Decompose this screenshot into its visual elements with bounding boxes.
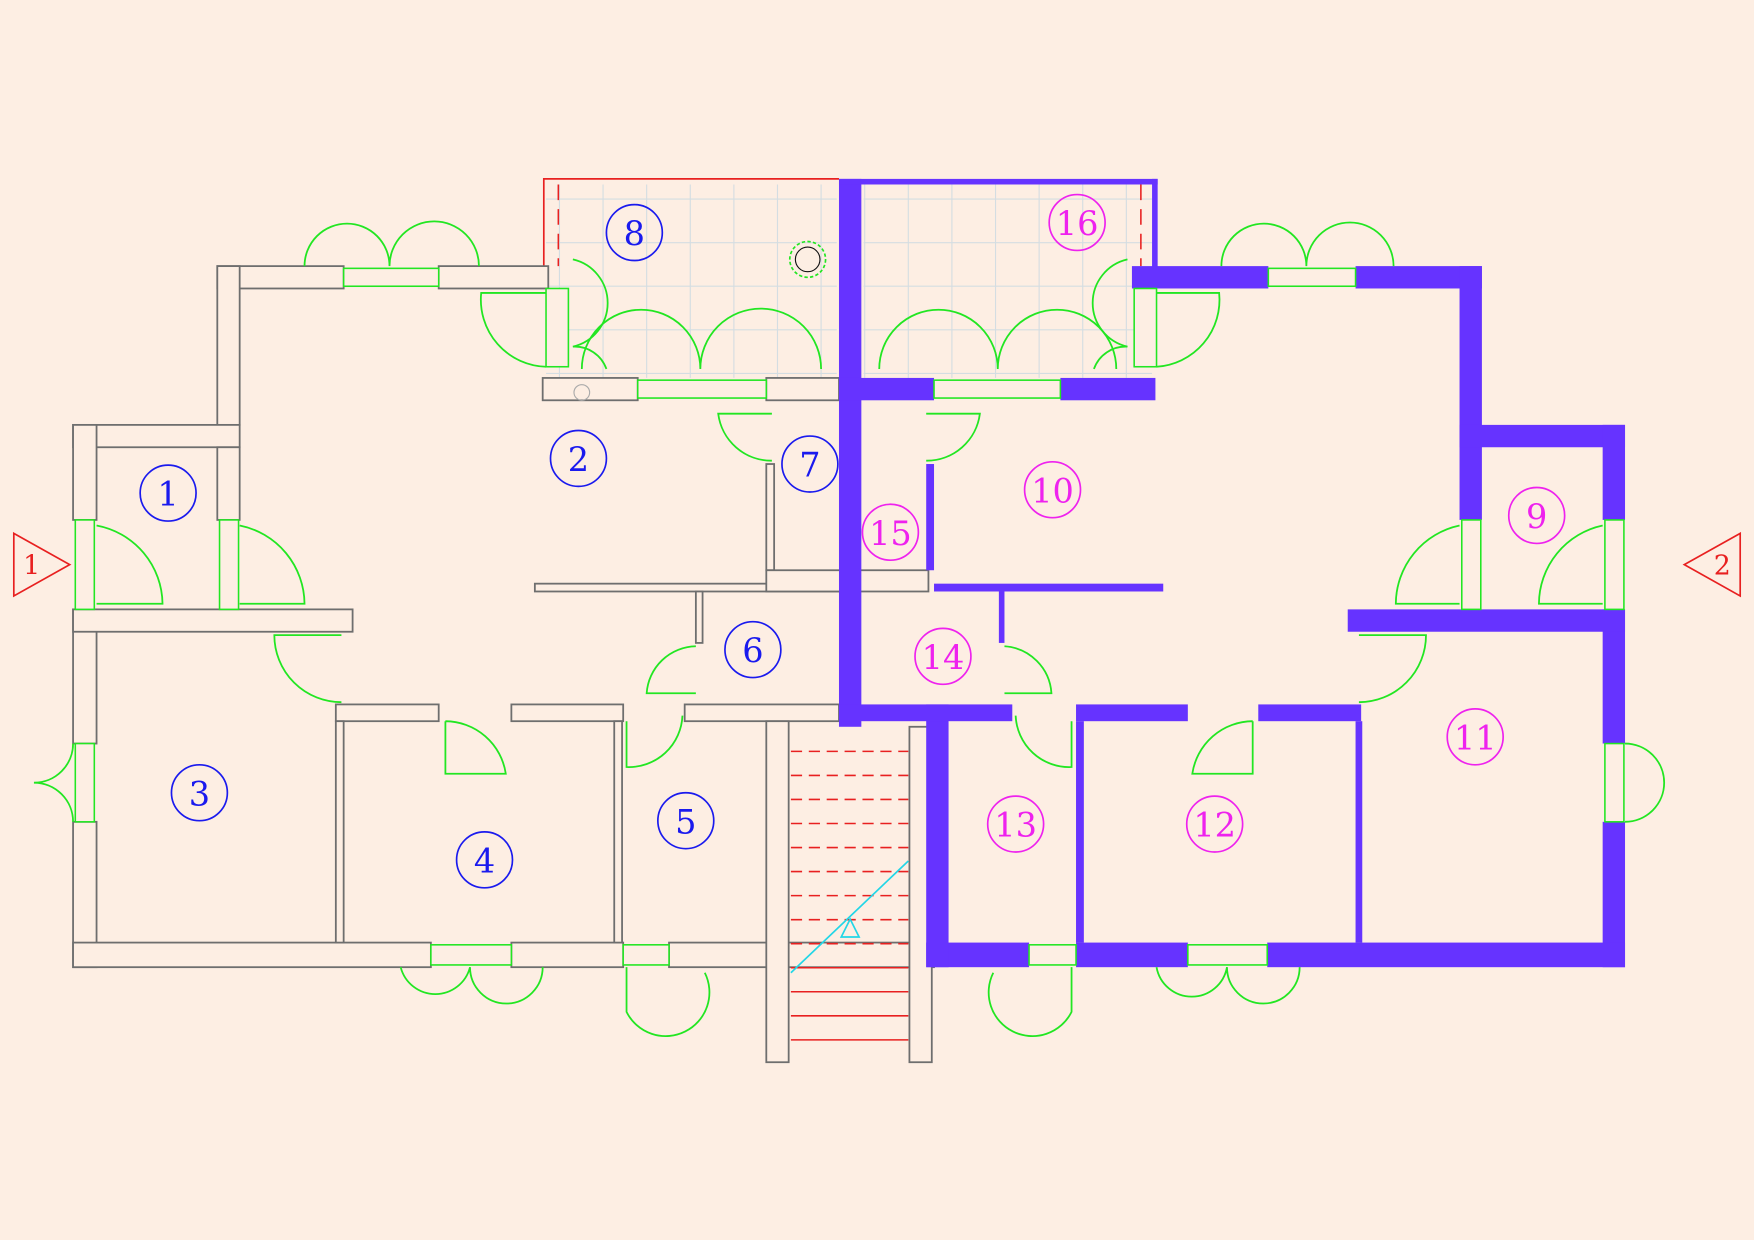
room-number: 12: [1193, 806, 1236, 845]
label-circle: [657, 791, 715, 850]
existing-walls: [72, 265, 935, 1064]
room-2-label: 2: [549, 429, 608, 488]
room-8-label: 8: [605, 203, 664, 262]
room-number: 16: [1056, 204, 1099, 243]
doors-windows: [33, 220, 1666, 1037]
room-14-label: 14: [914, 627, 972, 686]
label-circle: [861, 503, 920, 562]
room-16-label: 16: [1048, 193, 1106, 252]
room-number: 11: [1454, 718, 1497, 757]
label-circle: [1023, 460, 1082, 519]
balcony-tiles: [546, 184, 1153, 378]
room-4-label: 4: [455, 831, 514, 889]
room-number: 4: [474, 841, 495, 880]
label-circle: [605, 203, 664, 262]
staircase: [790, 750, 909, 1041]
room-number: 14: [922, 638, 965, 677]
room-12-label: 12: [1185, 795, 1244, 853]
room-11-label: 11: [1446, 708, 1504, 766]
room-13-label: 13: [986, 795, 1045, 853]
room-number: 8: [624, 214, 645, 253]
room-number: 10: [1031, 471, 1074, 510]
room-10-label: 10: [1023, 460, 1082, 519]
room-number: 2: [568, 440, 589, 479]
label-circle: [914, 627, 972, 686]
section-marker-label: 1: [23, 550, 40, 581]
new-walls: [838, 178, 1626, 968]
room-9-label: 9: [1507, 486, 1566, 545]
room-number: 9: [1526, 497, 1547, 536]
section-marker-2: 2: [1682, 531, 1742, 598]
label-circle: [724, 620, 782, 679]
label-circle: [1185, 795, 1244, 853]
label-circle: [139, 464, 197, 522]
room-3-label: 3: [170, 763, 229, 822]
label-circle: [1507, 486, 1566, 545]
label-circle: [549, 429, 608, 488]
label-circle: [781, 435, 839, 493]
room-15-label: 15: [861, 503, 920, 562]
label-circle: [455, 831, 514, 889]
room-number: 6: [742, 631, 763, 670]
room-1-label: 1: [139, 464, 197, 522]
label-circle: [1048, 193, 1106, 252]
room-number: 3: [189, 774, 210, 813]
section-marker-1: 1: [12, 531, 72, 598]
label-circle: [1446, 708, 1504, 766]
room-number: 5: [675, 802, 696, 841]
balcony-edge: [542, 178, 839, 269]
label-circle: [986, 795, 1045, 853]
room-7-label: 7: [781, 435, 839, 493]
label-circle: [170, 763, 229, 822]
room-5-label: 5: [657, 791, 715, 850]
room-number: 7: [799, 446, 820, 485]
room-number: 13: [994, 806, 1037, 845]
room-number: 15: [869, 514, 912, 553]
section-marker-label: 2: [1714, 550, 1731, 581]
room-number: 1: [157, 475, 178, 514]
room-6-label: 6: [724, 620, 782, 679]
